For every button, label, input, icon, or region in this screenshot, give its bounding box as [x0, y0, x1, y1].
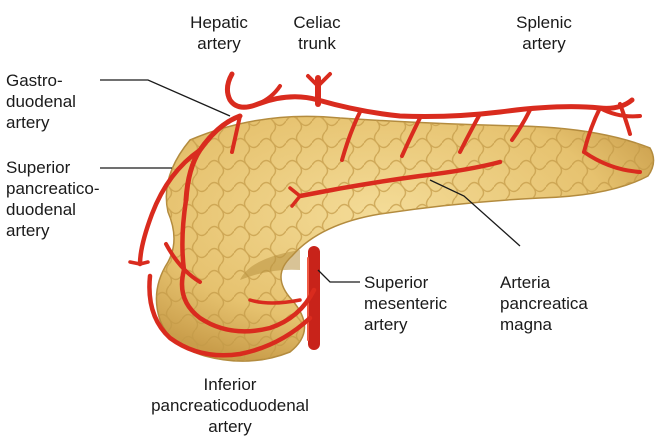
label-superior-pancreaticoduodenal-artery: Superior pancreatico- duodenal artery [6, 157, 100, 241]
label-inferior-pancreaticoduodenal-artery: Inferior pancreaticoduodenal artery [140, 374, 320, 437]
label-hepatic-artery: Hepatic artery [188, 12, 250, 54]
label-celiac-trunk: Celiac trunk [285, 12, 349, 54]
splenic-artery-vessel [318, 100, 632, 117]
leader-superior-mesenteric [318, 270, 360, 282]
label-splenic-artery: Splenic artery [512, 12, 576, 54]
label-arteria-pancreatica-magna: Arteria pancreatica magna [500, 272, 588, 335]
label-gastroduodenal-artery: Gastro- duodenal artery [6, 70, 76, 133]
hepatic-artery-vessel [227, 74, 318, 107]
leader-gastroduodenal [100, 80, 230, 116]
label-superior-mesenteric-artery: Superior mesenteric artery [364, 272, 447, 335]
